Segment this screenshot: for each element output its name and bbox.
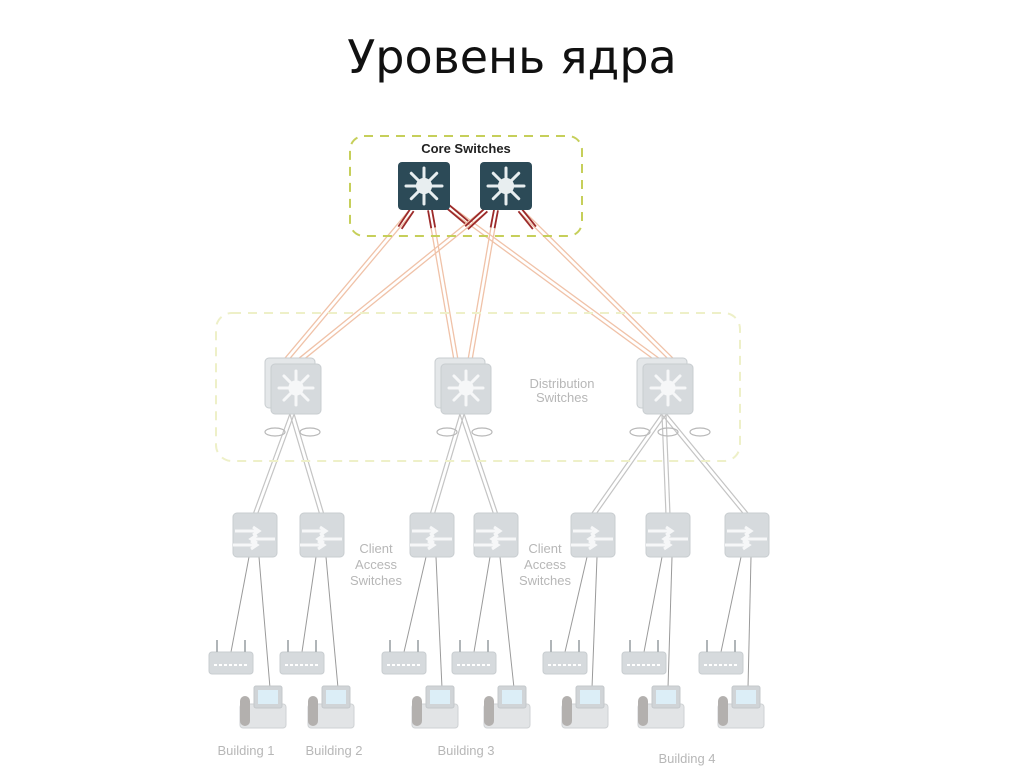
access-phone-link-5 xyxy=(667,556,673,689)
etherchannel-icon-3 xyxy=(471,427,493,437)
ip-phone-icon-4 xyxy=(483,685,531,729)
dist-access-link-5 xyxy=(661,413,671,516)
core-group-border xyxy=(349,135,583,237)
uplink-core-seg-4 xyxy=(489,209,499,229)
etherchannel-icon-1 xyxy=(299,427,321,437)
slide-title: Уровень ядра xyxy=(347,30,677,84)
multilayer-switch-icon-dist-2 xyxy=(434,357,492,415)
access-label-1-line2: Access xyxy=(355,557,397,572)
access-label-2-line1: Client xyxy=(528,541,562,556)
access-switch-icon-7 xyxy=(724,512,770,558)
access-phone-link-2 xyxy=(435,556,443,689)
distribution-label-2: Switches xyxy=(536,390,589,405)
access-phone-link-6 xyxy=(747,556,752,689)
dist-access-link-6 xyxy=(661,412,750,517)
access-ap-link-2 xyxy=(403,556,427,653)
etherchannel-icon-6 xyxy=(689,427,711,437)
uplink-core-seg-0 xyxy=(397,208,415,230)
wireless-ap-icon-1 xyxy=(208,640,254,675)
access-label-2-line3: Switches xyxy=(519,573,572,588)
ip-phone-icon-5 xyxy=(561,685,609,729)
building-1-label: Building 1 xyxy=(217,743,274,758)
core-group-label: Core Switches xyxy=(421,141,511,156)
building-3-label: Building 3 xyxy=(437,743,494,758)
etherchannel-icon-2 xyxy=(436,427,458,437)
access-switch-icon-1 xyxy=(232,512,278,558)
access-switch-icon-5 xyxy=(570,512,616,558)
wireless-ap-icon-7 xyxy=(698,640,744,675)
ip-phone-icon-2 xyxy=(307,685,355,729)
etherchannel-icon-4 xyxy=(629,427,651,437)
devices-layer xyxy=(208,162,770,729)
access-switch-icon-6 xyxy=(645,512,691,558)
access-switch-icon-4 xyxy=(473,512,519,558)
multilayer-switch-icon-dist-1 xyxy=(264,357,322,415)
building-4-label: Building 4 xyxy=(658,751,715,766)
dist-access-link-4 xyxy=(590,412,667,517)
wireless-ap-icon-6 xyxy=(621,640,667,675)
access-phone-link-0 xyxy=(258,556,271,689)
access-switch-icon-3 xyxy=(409,512,455,558)
access-ap-link-5 xyxy=(643,556,663,653)
access-ap-link-1 xyxy=(301,556,317,653)
multilayer-switch-icon-core-1 xyxy=(398,162,450,210)
uplink-core-seg-2 xyxy=(444,202,470,226)
uplink-3 xyxy=(298,207,488,363)
uplink-core-seg-5 xyxy=(517,208,537,230)
access-ap-link-3 xyxy=(473,556,491,653)
uplink-core-seg-1 xyxy=(427,209,437,229)
access-label-2-line2: Access xyxy=(524,557,566,572)
access-ap-link-0 xyxy=(230,556,250,653)
uplink-core-seg-3 xyxy=(464,207,488,230)
wireless-ap-icon-2 xyxy=(279,640,325,675)
access-phone-link-4 xyxy=(591,556,598,689)
dist-access-link-2 xyxy=(429,413,465,516)
uplink-0 xyxy=(283,208,415,362)
uplink-5 xyxy=(518,208,674,362)
links-layer xyxy=(230,202,752,689)
etherchannel-icon-5 xyxy=(657,427,679,437)
access-label-1-line1: Client xyxy=(359,541,393,556)
access-switch-icon-2 xyxy=(299,512,345,558)
etherchannel-icon-0 xyxy=(264,427,286,437)
dist-access-link-1 xyxy=(289,413,325,516)
ip-phone-icon-7 xyxy=(717,685,765,729)
access-phone-link-1 xyxy=(325,556,339,689)
dist-access-link-0 xyxy=(252,413,295,516)
access-ap-link-6 xyxy=(720,556,742,653)
uplink-1 xyxy=(427,209,459,361)
multilayer-switch-icon-dist-3 xyxy=(636,357,694,415)
wireless-ap-icon-3 xyxy=(381,640,427,675)
uplink-2 xyxy=(444,202,660,363)
distribution-label-1: Distribution xyxy=(529,376,594,391)
access-phone-link-3 xyxy=(499,556,515,689)
distribution-group-border xyxy=(215,312,741,462)
wireless-ap-icon-4 xyxy=(451,640,497,675)
access-ap-link-4 xyxy=(564,556,588,653)
ip-phone-icon-3 xyxy=(411,685,459,729)
access-label-1-line3: Switches xyxy=(350,573,403,588)
ip-phone-icon-1 xyxy=(239,685,287,729)
building-2-label: Building 2 xyxy=(305,743,362,758)
ip-phone-icon-6 xyxy=(637,685,685,729)
multilayer-switch-icon-core-2 xyxy=(480,162,532,210)
uplink-4 xyxy=(467,209,499,361)
wireless-ap-icon-5 xyxy=(542,640,588,675)
dist-access-link-3 xyxy=(459,413,499,516)
